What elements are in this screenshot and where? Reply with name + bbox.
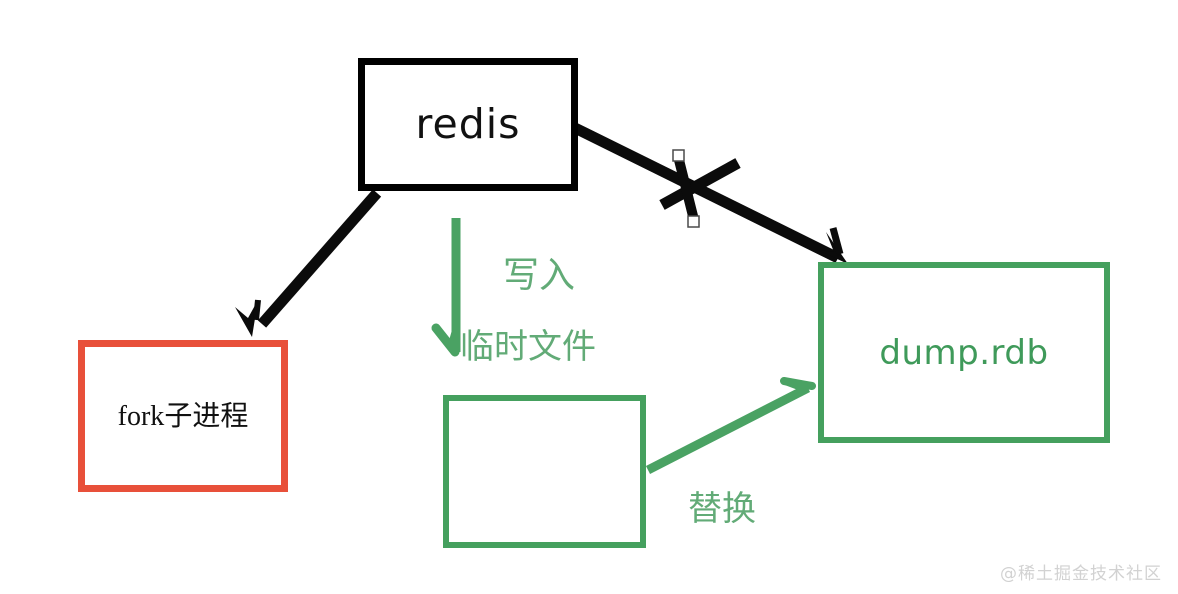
node-fork-latin-text: fork — [117, 400, 165, 432]
node-fork-child-process[interactable]: fork子进程 — [78, 340, 288, 492]
node-redis-label: redis — [415, 100, 521, 148]
arrow-redis-to-dump — [572, 123, 848, 264]
arrow-redis-to-fork — [235, 189, 382, 337]
cross-out-icon — [659, 149, 741, 228]
arrow-tempfile-to-dump — [645, 377, 816, 475]
watermark: @稀土掘金技术社区 — [1000, 564, 1162, 584]
node-dump-rdb[interactable]: dump.rdb — [818, 262, 1110, 443]
node-fork-child-process-label: fork子进程 — [117, 398, 249, 432]
edge-label-write: 写入 — [503, 255, 576, 296]
node-redis[interactable]: redis — [358, 58, 578, 191]
node-temp-file-box[interactable] — [443, 395, 646, 548]
selection-handle-icon — [672, 149, 685, 162]
edge-label-replace: 替换 — [688, 489, 756, 529]
node-dump-rdb-label: dump.rdb — [879, 332, 1049, 373]
edge-label-temp-file: 临时文件 — [460, 327, 596, 367]
node-fork-cjk-text: 子进程 — [164, 398, 249, 432]
arrow-write-to-tempfile — [431, 218, 461, 357]
selection-handle-icon — [687, 215, 700, 228]
